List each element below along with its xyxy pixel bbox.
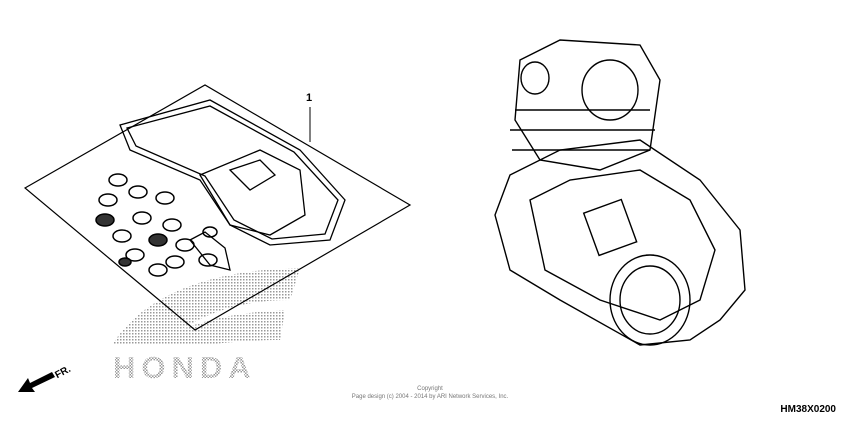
gasket-set <box>119 99 346 271</box>
copyright-notice: Copyright Page design (c) 2004 - 2014 by… <box>300 385 560 401</box>
o-rings <box>95 173 218 277</box>
diagram-code: HM38X0200 <box>780 404 836 415</box>
engine-illustration <box>494 39 746 346</box>
honda-wing-logo <box>112 268 300 345</box>
front-direction-arrow-icon <box>18 372 55 392</box>
copyright-line-1: Copyright <box>417 386 443 392</box>
copyright-line-2: Page design (c) 2004 - 2014 by ARI Netwo… <box>351 394 509 400</box>
gasket-kit-sheet <box>23 84 412 331</box>
callout-1[interactable]: 1 <box>306 92 313 104</box>
honda-logo-text: HONDA <box>113 350 257 385</box>
